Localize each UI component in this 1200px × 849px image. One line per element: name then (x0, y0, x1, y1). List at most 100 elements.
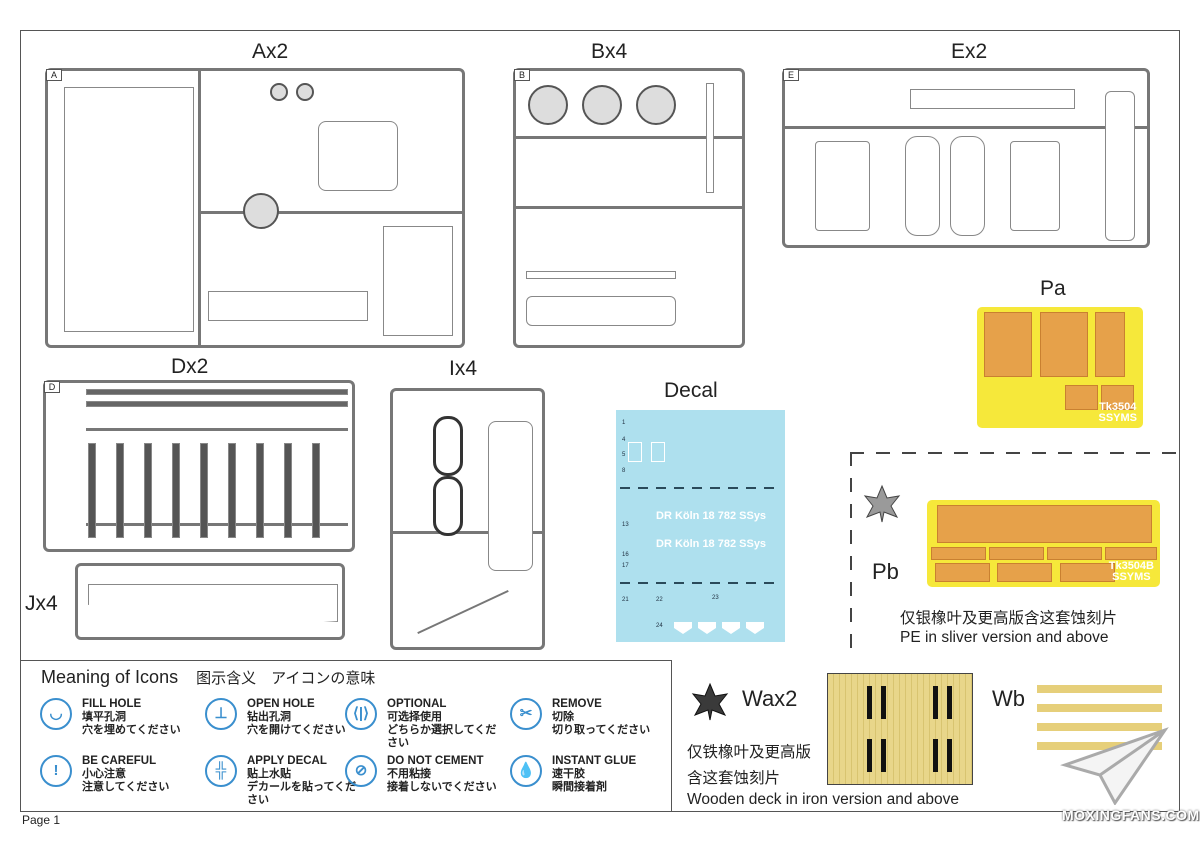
wheel-part (636, 85, 676, 125)
bogie-part (1010, 141, 1060, 231)
pe-part (1101, 385, 1134, 410)
decal-number: 21 (622, 597, 629, 603)
sprue-b: B (513, 68, 745, 348)
sprue-runner (198, 211, 463, 214)
legend-jp: 注意してください (82, 781, 170, 793)
beam-part (1105, 91, 1135, 241)
stake-part (312, 443, 320, 538)
legend-jp: 穴を埋めてください (82, 724, 181, 736)
sprue-a: A (45, 68, 465, 348)
deck-slot (867, 686, 872, 719)
sprue-j (75, 563, 345, 640)
bogie-frame-part (488, 421, 533, 571)
pe-note-cn: 仅银橡叶及更高版含这套蚀刻片 (900, 610, 1118, 627)
legend-cn: 可选择使用 (387, 711, 442, 723)
sprue-runner (86, 523, 348, 526)
sprue-runner (393, 531, 543, 534)
sprue-d: D (43, 380, 355, 552)
decal-cut-line (620, 582, 780, 584)
legend-jp: デカールを貼ってください (247, 781, 357, 806)
leaf-spring-part (433, 416, 463, 476)
spring-part (905, 136, 940, 236)
wheel-part (528, 85, 568, 125)
legend-cn: 切除 (552, 711, 574, 723)
sprue-runner (198, 71, 201, 346)
plate-part (383, 226, 453, 336)
stake-part (256, 443, 264, 538)
legend-en: DO NOT CEMENT (387, 755, 484, 767)
wood-note-cn-2: 含这套蚀刻片 (687, 770, 781, 787)
legend-jp: どちらか選択してください (387, 724, 497, 749)
wooden-deck-part (827, 673, 973, 785)
decal-number: 22 (656, 597, 663, 603)
legend-cn: 速干胶 (552, 768, 585, 780)
sprue-b-tag: B (514, 69, 530, 81)
wheel-part (582, 85, 622, 125)
decal-wagon-number: DR Köln 18 782 SSys (656, 510, 767, 522)
deck-slot (933, 739, 938, 772)
deck-slot (947, 739, 952, 772)
legend-en: OPTIONAL (387, 698, 447, 710)
be-careful-icon: ! (40, 755, 72, 787)
sprue-runner (785, 126, 1147, 129)
rod-part (208, 291, 368, 321)
deck-panel-part (64, 87, 194, 332)
decal-cut-line (620, 487, 780, 489)
legend-cn: 钻出孔洞 (247, 711, 291, 723)
wood-strip (1037, 685, 1162, 693)
wood-strip (1037, 704, 1162, 712)
pe-part (1040, 312, 1088, 377)
wood-note-cn-1: 仅铁橡叶及更高版 (687, 744, 812, 761)
legend-cn: 不用粘接 (387, 768, 431, 780)
deck-slot (881, 686, 886, 719)
decal-number: 17 (622, 563, 629, 569)
stake-part (88, 443, 96, 538)
pe-part (1065, 385, 1098, 410)
wheel-part (243, 193, 279, 229)
sprue-runner (516, 136, 742, 139)
open-hole-icon: ⊥ (205, 698, 237, 730)
decal-number: 5 (622, 452, 626, 458)
legend-en: REMOVE (552, 698, 602, 710)
brake-rod-part (417, 589, 509, 635)
sprue-a-label: Ax2 (252, 40, 289, 63)
leaf-spring-part (433, 476, 463, 536)
pe-part (937, 505, 1152, 543)
wood-note-en: Wooden deck in iron version and above (687, 791, 959, 808)
deck-slot (933, 686, 938, 719)
deck-slot (881, 739, 886, 772)
pe-pa-label: Pa (1040, 277, 1066, 300)
apply-decal-icon: ╬ (205, 755, 237, 787)
do-not-cement-icon: ⊘ (345, 755, 377, 787)
sprue-i-label: Ix4 (449, 357, 478, 380)
pe-part (1105, 547, 1157, 560)
legend-en: OPEN HOLE (247, 698, 315, 710)
legend-cn: 小心注意 (82, 768, 126, 780)
pe-part (1060, 563, 1115, 582)
sprue-d-tag: D (44, 381, 60, 393)
rod-part (706, 83, 714, 193)
stake-part (284, 443, 292, 538)
legend-en: APPLY DECAL (247, 755, 327, 767)
decal-arrow (722, 622, 740, 634)
sprue-e-tag: E (783, 69, 799, 81)
decal-marking (628, 442, 642, 462)
rail-part (86, 401, 348, 407)
rod-part (910, 89, 1075, 109)
stake-part (116, 443, 124, 538)
stake-part (228, 443, 236, 538)
wood-strip (1037, 723, 1162, 731)
decal-number: 16 (622, 552, 629, 558)
rod-part (526, 271, 676, 279)
round-part (270, 83, 288, 101)
legend-en: FILL HOLE (82, 698, 142, 710)
decal-label: Decal (664, 379, 718, 402)
